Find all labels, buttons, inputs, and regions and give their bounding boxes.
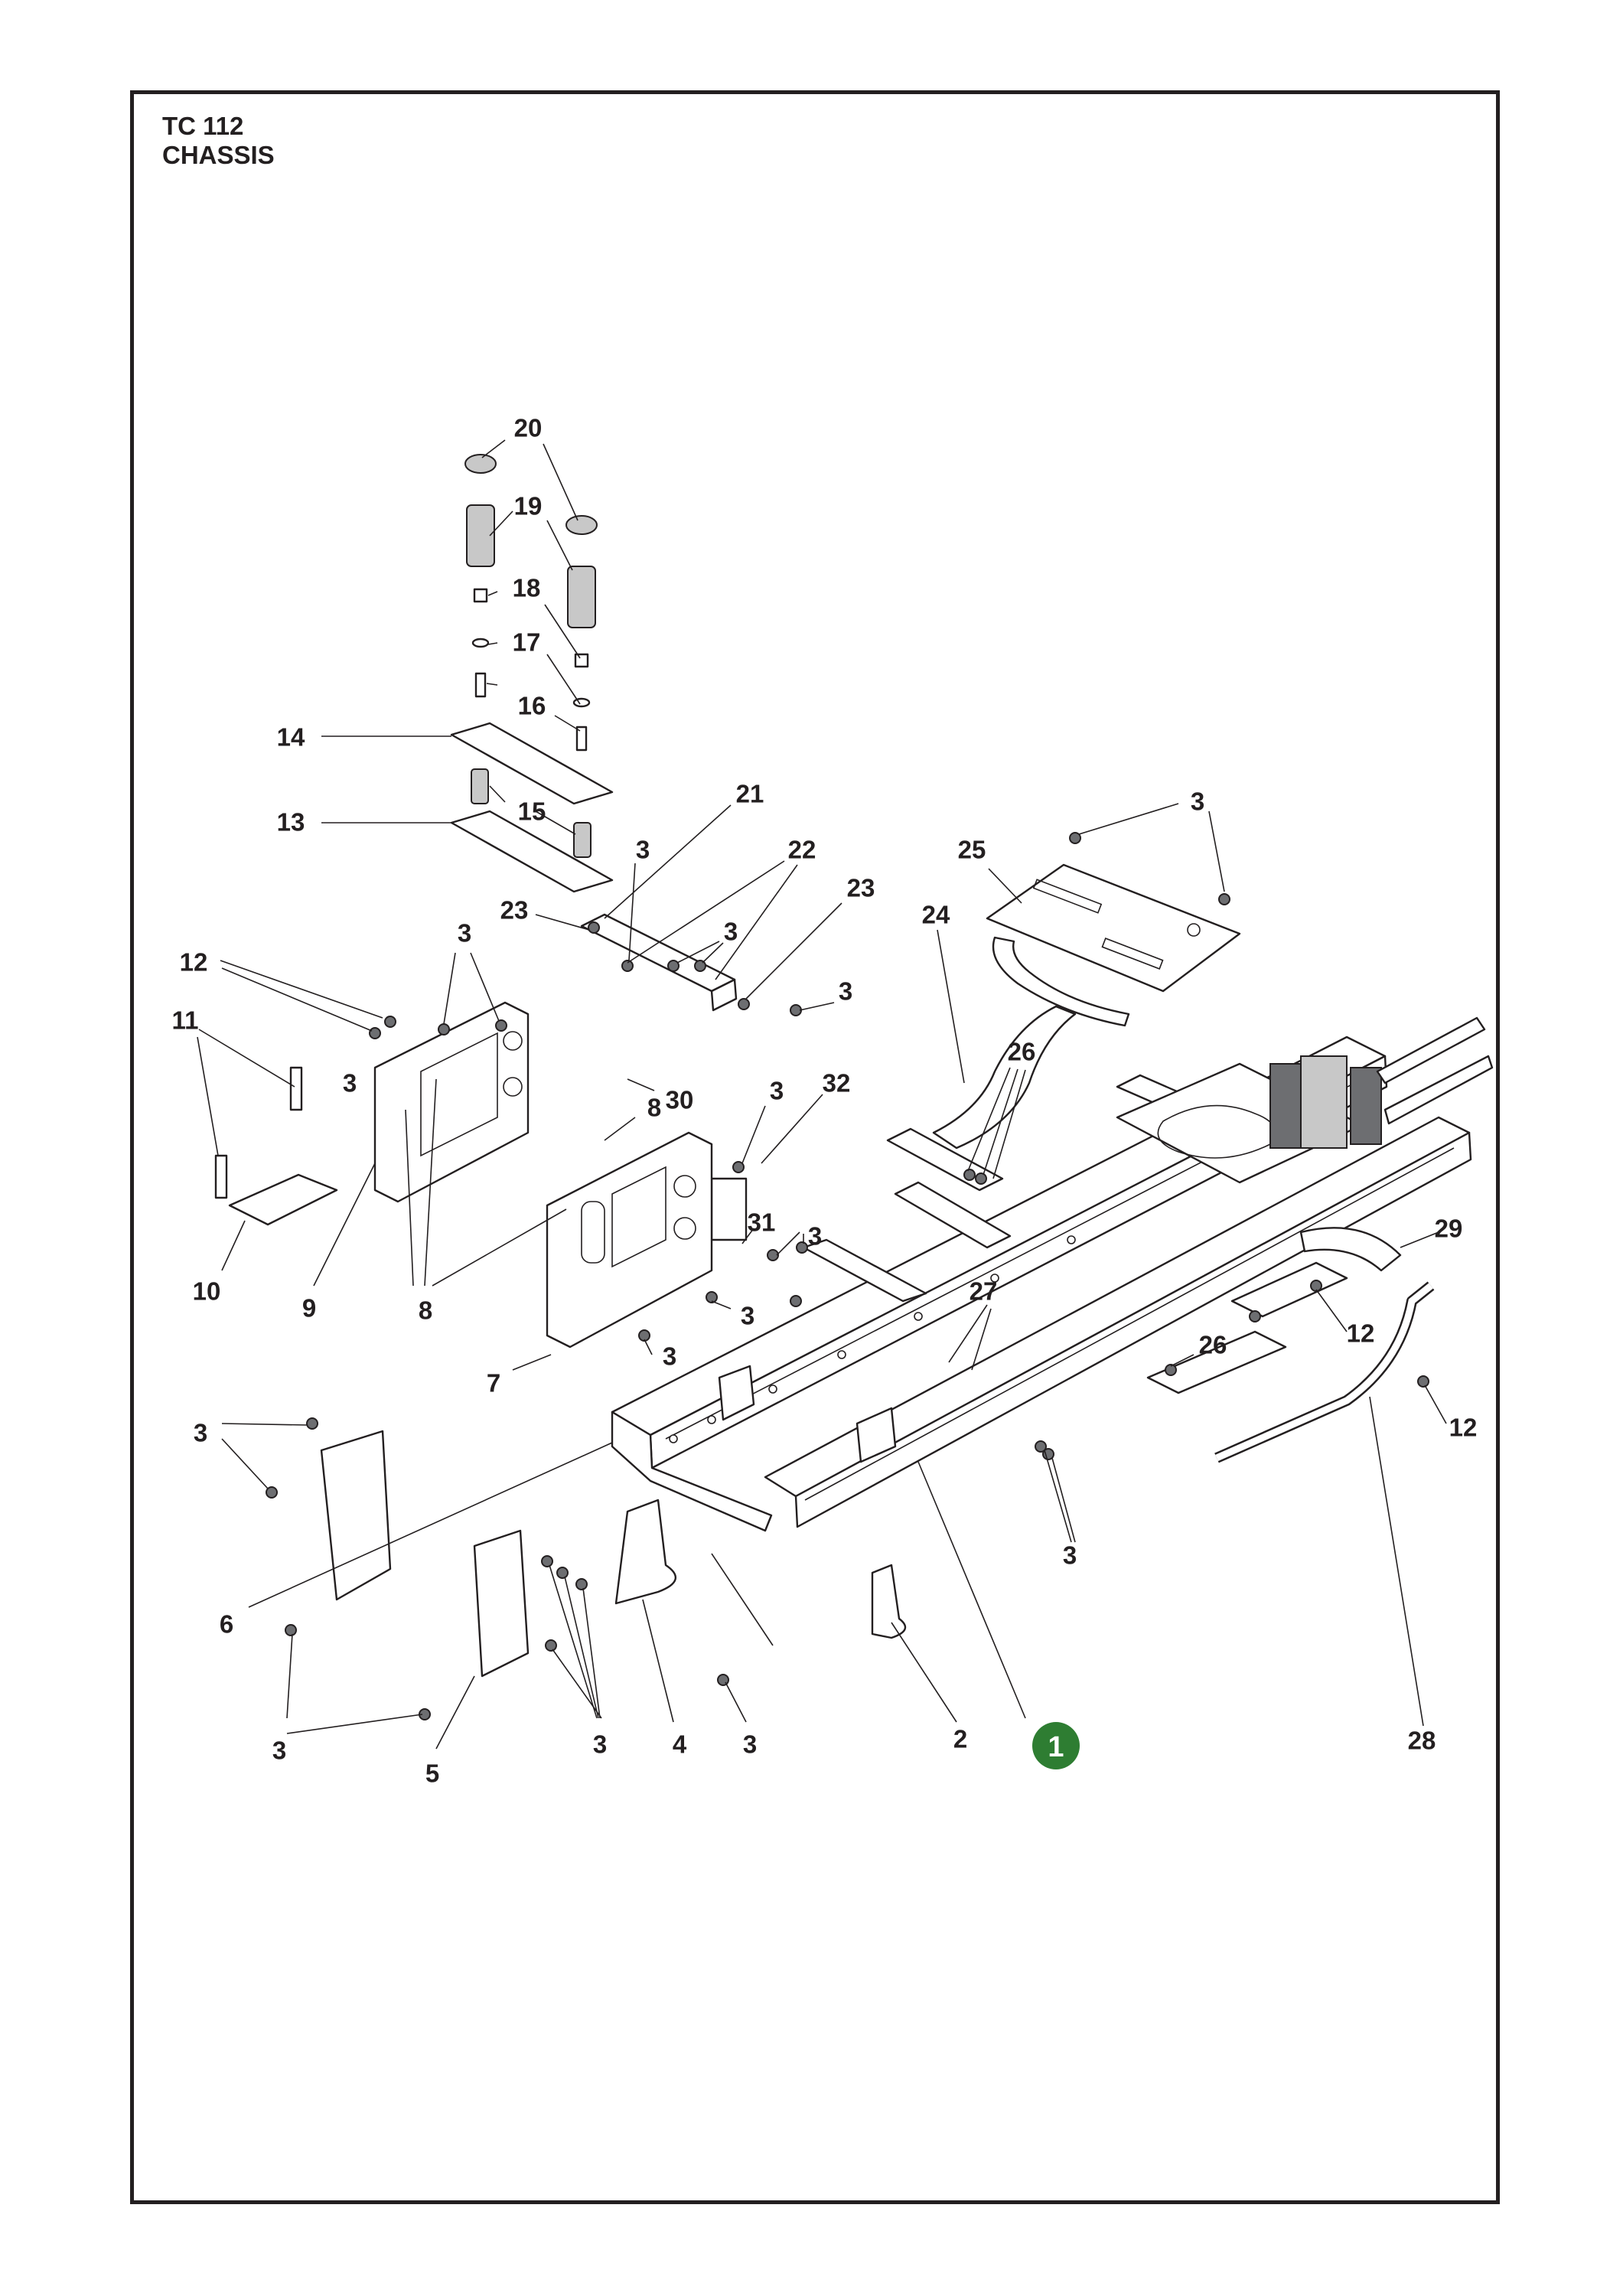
front-bracket-4 (614, 1499, 677, 1605)
callout-3-h: 3 (741, 1302, 754, 1330)
callout-17: 17 (513, 628, 541, 657)
callout-1: 1 (1048, 1731, 1064, 1763)
spring-plates (450, 722, 614, 893)
callout-3-d: 3 (458, 919, 471, 947)
callout-3-l: 3 (1063, 1541, 1077, 1570)
leader-lines (197, 439, 1447, 1750)
top-bracket (580, 913, 738, 1012)
callout-9: 9 (302, 1294, 316, 1322)
callout-27: 27 (970, 1277, 998, 1306)
callout-6: 6 (220, 1610, 233, 1639)
callout-3-a: 3 (636, 836, 650, 864)
callout-24: 24 (922, 901, 950, 929)
callout-14: 14 (277, 723, 305, 752)
front-bracket-5 (473, 1529, 530, 1678)
callout-20: 20 (514, 414, 543, 442)
callout-10: 10 (193, 1277, 221, 1306)
callout-3-g: 3 (808, 1222, 822, 1251)
callout-15: 15 (518, 797, 546, 826)
callout-3-b: 3 (724, 918, 738, 946)
callout-22: 22 (788, 836, 816, 864)
side-arm (932, 1005, 1077, 1150)
seat-plate (986, 863, 1241, 1027)
mount-bracket (228, 1173, 338, 1226)
callout-16: 16 (518, 692, 546, 720)
callout-5: 5 (425, 1760, 439, 1788)
callout-32: 32 (823, 1069, 851, 1097)
callout-25: 25 (958, 836, 986, 864)
callout-29: 29 (1435, 1215, 1463, 1243)
callout-23-left: 23 (500, 896, 529, 925)
callout-12-mid: 12 (1347, 1319, 1375, 1348)
callout-3-m: 3 (743, 1730, 757, 1759)
small-plate-upper (289, 1066, 303, 1111)
callout-3-k: 3 (194, 1419, 207, 1447)
spring-stack-right (565, 515, 598, 858)
callout-26-lower: 26 (1199, 1331, 1227, 1359)
callout-7: 7 (487, 1369, 500, 1397)
front-bracket-6 (320, 1430, 392, 1601)
bolt-markers (266, 832, 1429, 1720)
page-frame (130, 90, 1500, 2204)
callout-2: 2 (953, 1725, 967, 1753)
callout-18: 18 (513, 574, 541, 602)
rear-hitch-tube (1146, 1261, 1435, 1463)
small-plate-lower (214, 1154, 228, 1199)
callout-30: 30 (666, 1086, 694, 1114)
callout-8-lower: 8 (419, 1296, 432, 1325)
callout-31: 31 (748, 1208, 776, 1237)
callout-3-c: 3 (839, 977, 852, 1006)
callout-13: 13 (277, 808, 305, 837)
callout-21: 21 (736, 780, 764, 808)
callout-12-left: 12 (180, 948, 208, 977)
callout-3-e: 3 (343, 1069, 357, 1097)
callout-8-upper: 8 (647, 1094, 661, 1122)
callout-3-f: 3 (770, 1077, 784, 1105)
badge-circle (1032, 1722, 1080, 1769)
callout-labels: 20 19 18 17 16 15 14 13 21 3 22 23 23 3 … (172, 414, 1478, 1788)
highlight-badge[interactable]: 1 (1032, 1722, 1080, 1769)
main-frame (611, 1016, 1494, 1532)
callout-28: 28 (1408, 1727, 1436, 1755)
callout-11: 11 (172, 1006, 199, 1035)
callout-3-j: 3 (1191, 788, 1204, 816)
callout-12-right: 12 (1449, 1414, 1478, 1442)
side-plate-left (373, 1001, 530, 1203)
model-title: TC 112 (162, 112, 244, 140)
callout-23-right: 23 (847, 874, 875, 902)
callout-3-o: 3 (272, 1737, 286, 1765)
callout-3-i: 3 (663, 1342, 676, 1371)
parts-artwork (214, 454, 1494, 1720)
small-bracket-2 (871, 1564, 907, 1639)
section-title: CHASSIS (162, 141, 275, 169)
spring-stack-left (464, 454, 497, 804)
callout-4: 4 (673, 1730, 687, 1759)
callout-3-n: 3 (593, 1730, 607, 1759)
callout-26-upper: 26 (1008, 1038, 1036, 1066)
side-plate-right (546, 1131, 713, 1349)
callout-19: 19 (514, 492, 543, 520)
guard-plate (1299, 1227, 1402, 1272)
